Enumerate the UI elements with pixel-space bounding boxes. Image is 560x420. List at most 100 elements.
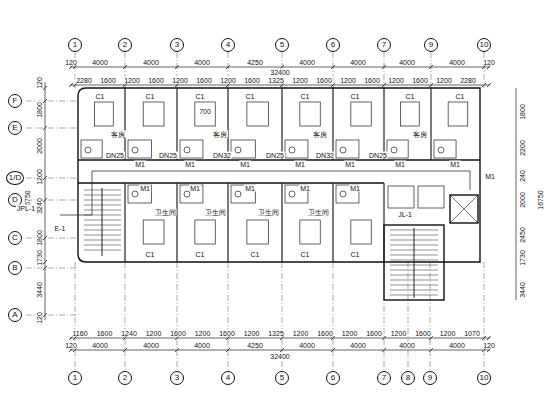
plan-label: 1600 [218, 330, 236, 337]
plan-label: JPL-1 [16, 205, 36, 212]
plan-stroke [336, 140, 359, 158]
axis-number: 3 [175, 41, 179, 49]
plan-stroke [226, 65, 230, 69]
plan-stroke [73, 83, 77, 87]
plan-stroke [247, 102, 269, 126]
plan-label: 1200 [194, 330, 212, 337]
plan-stroke [184, 147, 190, 153]
axis-bubble: 1/D [6, 171, 24, 185]
plan-label: M1 [189, 185, 201, 192]
axis-number: C [12, 234, 18, 242]
plan-stroke [26, 315, 78, 316]
axis-number: 3 [175, 374, 179, 382]
axis-bubble: 6 [326, 38, 340, 52]
plan-stroke [280, 336, 284, 340]
plan-label: C1 [350, 251, 361, 258]
axis-bubble: 7 [377, 38, 391, 52]
plan-label: 1600 [411, 77, 429, 84]
plan-stroke [487, 83, 491, 87]
plan-label: M1 [449, 161, 461, 168]
plan-stroke [351, 102, 371, 126]
axis-bubble: 1 [68, 371, 82, 385]
plan-stroke [102, 188, 103, 256]
plan-stroke [180, 140, 203, 158]
axis-number: 1 [73, 41, 77, 49]
plan-stroke [43, 99, 47, 103]
plan-stroke [382, 336, 386, 340]
plan-stroke [180, 185, 203, 203]
axis-number: B [12, 264, 17, 272]
plan-stroke [128, 140, 151, 158]
plan-label: 1200 [291, 77, 309, 84]
plan-label: 4000 [298, 342, 316, 349]
plan-label: DN32 [315, 152, 335, 159]
plan-label: 1600 [414, 330, 432, 337]
plan-stroke [429, 65, 433, 69]
plan-stroke [331, 348, 335, 352]
plan-label: 1200 [171, 77, 189, 84]
plan-stroke [128, 185, 151, 203]
plan-label: 1200 [387, 77, 405, 84]
axis-bubble: 10 [477, 38, 491, 52]
axis-lines [26, 52, 484, 371]
plan-stroke [280, 348, 284, 352]
plan-stroke [85, 147, 91, 153]
plan-stroke [331, 336, 335, 340]
axis-number: 4 [226, 374, 230, 382]
plan-label: 1200 [435, 77, 453, 84]
plan-stroke [123, 348, 127, 352]
plan-label: 客房 [212, 131, 228, 138]
plan-stroke [388, 186, 414, 208]
plan-label: 1600 [243, 77, 261, 84]
plan-label: 4000 [193, 59, 211, 66]
plan-label: 4000 [142, 59, 160, 66]
plan-label: 1200 [145, 330, 163, 337]
axis-number: F [13, 97, 18, 105]
plan-stroke [132, 147, 138, 153]
plan-stroke [43, 198, 47, 202]
axis-bubble: 1 [68, 38, 82, 52]
axis-number: 6 [331, 41, 335, 49]
axis-number: 6 [331, 374, 335, 382]
plan-stroke [226, 336, 230, 340]
plan-stroke [69, 83, 73, 87]
plan-stroke [43, 176, 47, 180]
plan-label: 1600 [195, 77, 213, 84]
plan-label: C1 [300, 251, 311, 258]
plan-stroke [184, 191, 190, 197]
plan-stroke [429, 348, 433, 352]
plan-label: 4000 [398, 342, 416, 349]
axis-number: 1 [73, 374, 77, 382]
plan-stroke [482, 336, 486, 340]
plan-label: 3240 [36, 197, 43, 215]
plan-stroke [400, 102, 419, 126]
axis-bubble: F [8, 94, 22, 108]
room-fittings [81, 88, 468, 262]
plan-stroke [235, 191, 241, 197]
plan-label: 4000 [349, 59, 367, 66]
plan-label: C1 [350, 93, 361, 100]
plan-stroke [332, 183, 333, 262]
plan-label: M1 [299, 185, 311, 192]
plan-label: 1200 [339, 77, 357, 84]
plan-label: 3440 [519, 281, 526, 299]
plan-stroke [43, 86, 47, 90]
plan-stroke [123, 336, 127, 340]
plan-stroke [123, 65, 127, 69]
plan-label: 4000 [91, 342, 109, 349]
plan-stroke [132, 191, 138, 197]
plan-label: 120 [482, 59, 496, 66]
plan-label: E-1 [54, 225, 67, 232]
plan-stroke [484, 262, 485, 371]
plan-stroke [487, 336, 491, 340]
plan-label: C1 [250, 251, 261, 258]
plan-label: 1200 [341, 330, 359, 337]
axis-bubble: 5 [275, 371, 289, 385]
plan-stroke [177, 262, 178, 371]
plan-stroke [125, 262, 126, 371]
plan-label: 4000 [349, 342, 367, 349]
axis-number: 8 [406, 374, 410, 382]
plan-stroke [70, 85, 490, 86]
water-pipe [60, 171, 470, 215]
plan-stroke [176, 183, 177, 262]
